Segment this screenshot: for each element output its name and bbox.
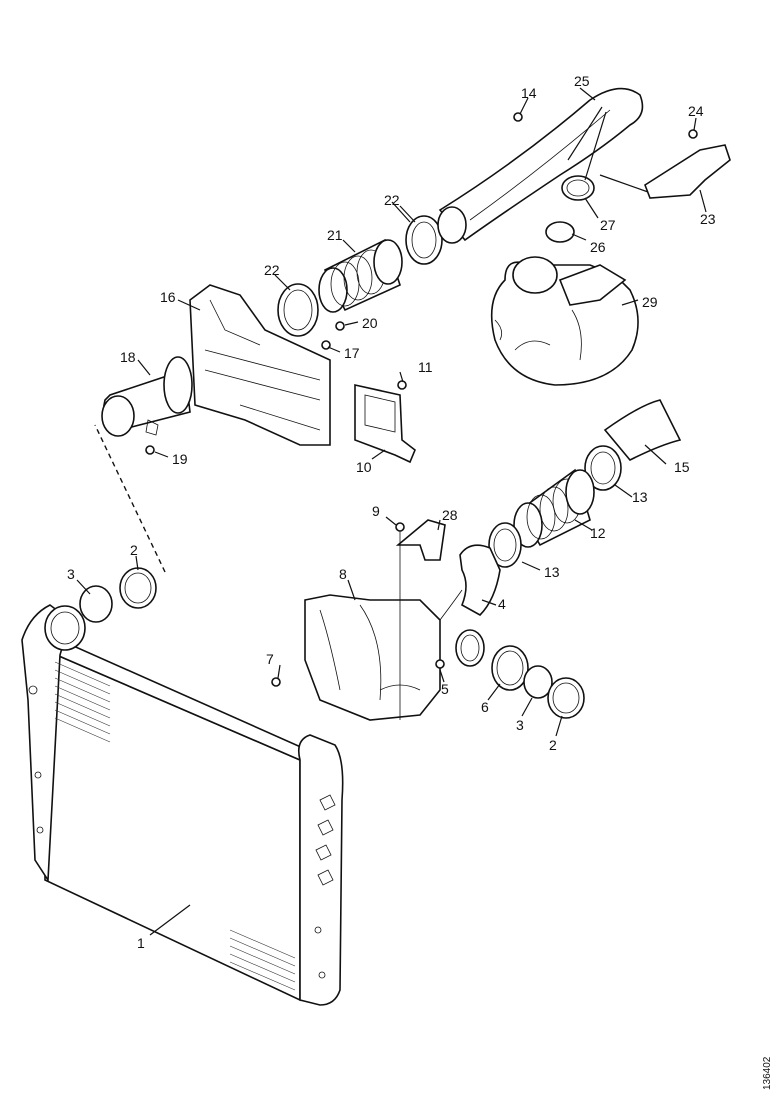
label-22-upper: 22	[264, 262, 280, 278]
label-29: 29	[642, 294, 658, 310]
right-clamps	[491, 645, 585, 719]
label-19: 19	[172, 451, 188, 467]
label-28: 28	[442, 507, 458, 523]
label-14: 14	[521, 85, 537, 101]
label-10: 10	[356, 459, 372, 475]
air-duct-upper	[101, 284, 331, 446]
label-1: 1	[137, 935, 145, 951]
label-20: 20	[362, 315, 378, 331]
label-13-right: 13	[632, 489, 648, 505]
label-8: 8	[339, 566, 347, 582]
turbocharger	[490, 256, 639, 386]
label-2-right: 2	[549, 737, 557, 753]
figure-code: 136402	[762, 1056, 773, 1090]
left-clamps	[44, 567, 157, 651]
upper-charge-pipe	[437, 87, 644, 244]
label-13: 13	[544, 564, 560, 580]
elbow-and-housing	[304, 544, 501, 721]
label-7: 7	[266, 651, 274, 667]
bracket-28	[395, 519, 446, 561]
label-21: 21	[327, 227, 343, 243]
lower-bellows	[488, 399, 682, 568]
label-25: 25	[574, 73, 590, 89]
label-5: 5	[441, 681, 449, 697]
assembly-dash-line	[94, 424, 166, 573]
upper-bellows	[277, 215, 443, 337]
label-11: 11	[418, 359, 433, 375]
rings-26-27	[545, 175, 595, 243]
label-9: 9	[372, 503, 380, 519]
top-bracket	[599, 144, 731, 199]
label-4: 4	[498, 596, 506, 612]
label-3-right: 3	[516, 717, 524, 733]
label-12: 12	[590, 525, 606, 541]
bolts	[145, 112, 698, 687]
label-26: 26	[590, 239, 606, 255]
bracket-10	[354, 384, 416, 464]
part-labels: 1 2 3 4 5 6 7 8 9 10 11 12 13 14 15 16 1…	[67, 73, 716, 951]
label-23: 23	[700, 211, 716, 227]
label-27: 27	[600, 217, 616, 233]
label-24: 24	[688, 103, 704, 119]
label-6: 6	[481, 699, 489, 715]
label-16: 16	[160, 289, 176, 305]
label-3: 3	[67, 566, 75, 582]
leader-lines	[76, 87, 707, 936]
label-17: 17	[344, 345, 360, 361]
label-2: 2	[130, 542, 138, 558]
label-22: 22	[384, 192, 400, 208]
label-18: 18	[120, 349, 136, 365]
label-15: 15	[674, 459, 690, 475]
charge-air-cooler	[21, 604, 344, 1006]
